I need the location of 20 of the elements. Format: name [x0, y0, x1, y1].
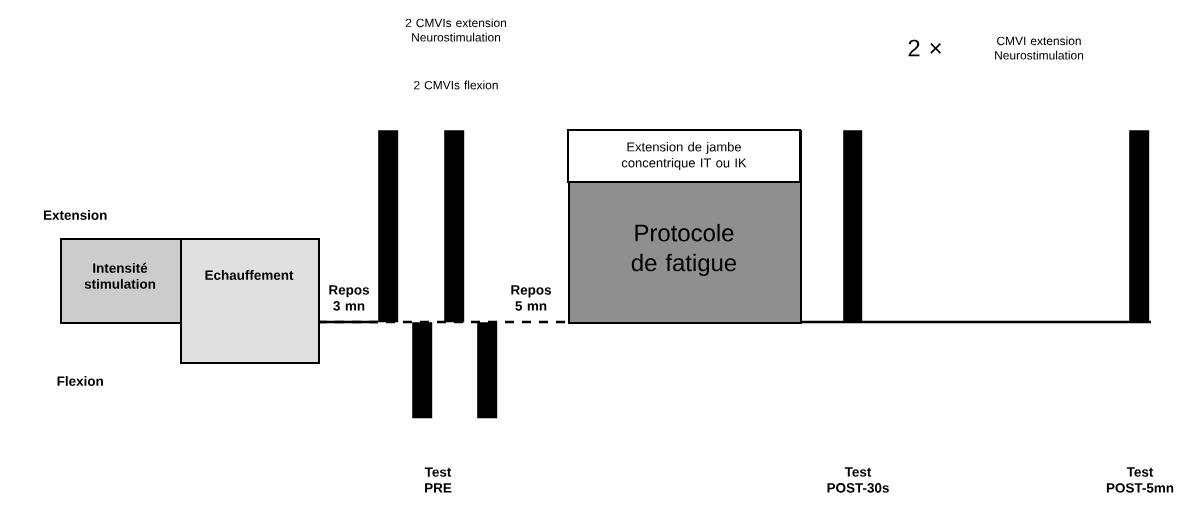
rest-label: Repos 5 mn — [511, 285, 551, 311]
axis-label: Extension — [44, 210, 107, 220]
process-box: Extension de jambe concentrique IT ou IK Protocole de fatigue — [567, 129, 802, 324]
note-label: 2 CMVIs flexion — [414, 80, 498, 90]
test-bar — [412, 322, 433, 419]
rest-label: Repos 3 mn — [329, 285, 369, 311]
process-box: Intensité stimulation — [60, 238, 182, 324]
note-label: 2 × — [908, 39, 941, 57]
test-bar — [444, 130, 465, 323]
test-label: Test PRE — [424, 467, 452, 493]
test-bar — [378, 130, 399, 323]
test-label: Test POST-30s — [827, 467, 889, 493]
axis-label: Flexion — [57, 376, 103, 386]
note-label: 2 CMVIs extension Neurostimulation — [405, 18, 507, 42]
process-box: Echauffement — [180, 238, 320, 364]
test-bar — [1129, 130, 1150, 323]
test-bar — [843, 130, 863, 323]
test-bar — [477, 322, 498, 419]
note-label: CMVI extension Neurostimulation — [995, 36, 1084, 60]
test-label: Test POST-5mn — [1106, 467, 1174, 493]
